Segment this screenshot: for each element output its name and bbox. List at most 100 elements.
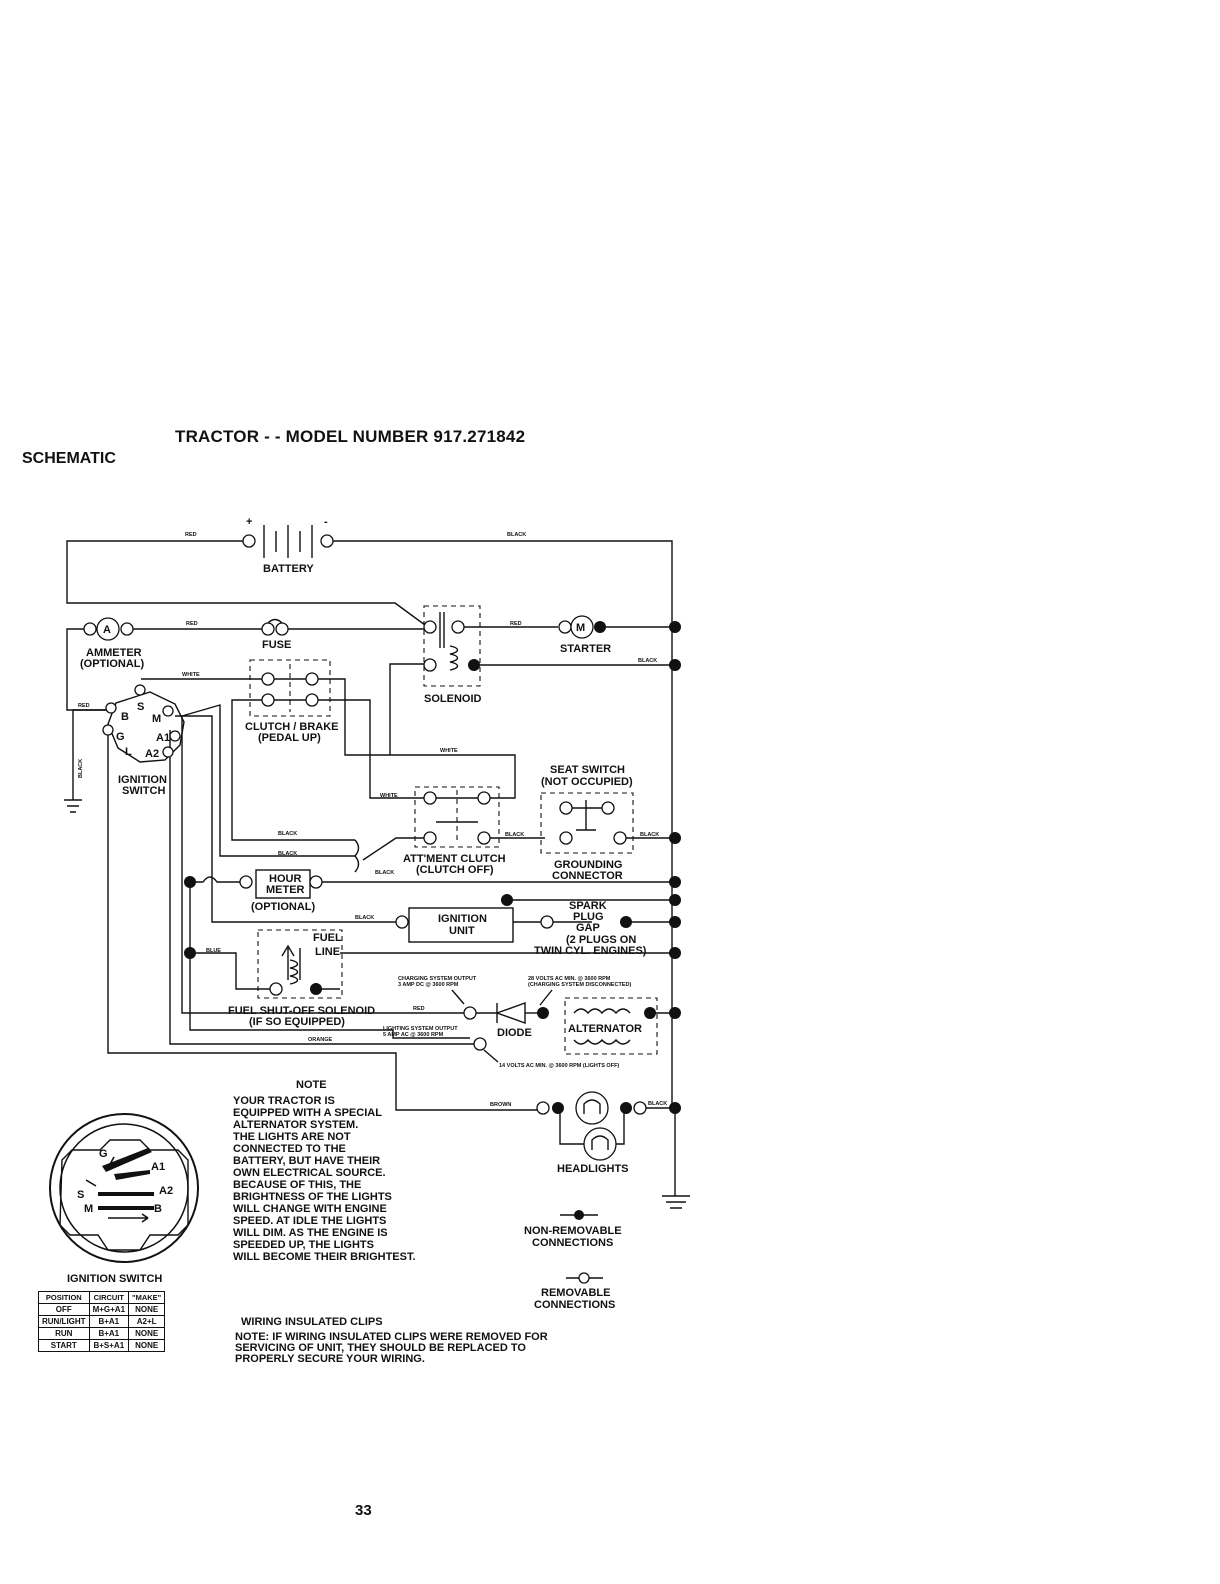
table-cell: B+A1 [88,1315,130,1328]
ign-detail-b: B [154,1203,162,1215]
note-line: WILL DIM. AS THE ENGINE IS [233,1227,388,1239]
ignition-switch-symbol [102,684,185,763]
attachment-clutch-switch [414,786,500,848]
ign-detail-caption: IGNITION SWITCH [67,1273,162,1285]
ign-terminal-a1: A1 [156,732,170,744]
attachment-clutch-sub-label: (CLUTCH OFF) [416,864,494,876]
battery-label: BATTERY [263,563,314,575]
note-line: SPEED. AT IDLE THE LIGHTS [233,1215,386,1227]
wire-label-orange: ORANGE [308,1037,332,1043]
table-cell: B+S+A1 [88,1339,130,1352]
clips-line: NOTE: IF WIRING INSULATED CLIPS WERE REM… [235,1331,548,1343]
ign-detail-m: M [84,1203,93,1215]
table-header: "MAKE" [128,1291,166,1304]
solenoid-label: SOLENOID [424,693,482,705]
ign-terminal-g: G [116,731,125,743]
starter-symbol [558,615,606,639]
wire-label-black-7: BLACK [278,851,297,857]
lighting-output-connector [473,1037,487,1051]
ign-terminal-m: M [152,713,161,725]
ammeter-a-label: A [103,624,111,636]
wire-label-red: RED [185,532,197,538]
wire-label-white-3: WHITE [380,793,398,799]
clips-heading: WIRING INSULATED CLIPS [241,1316,383,1328]
ign-detail-a1: A1 [151,1161,165,1173]
note-line: SPEEDED UP, THE LIGHTS [233,1239,374,1251]
clutch-brake-label: CLUTCH / BRAKE [245,721,339,733]
legend-non-removable-symbol [560,1210,598,1220]
seat-switch-sub-label: (NOT OCCUPIED) [541,776,633,788]
spark-plug-symbol [540,915,632,929]
wire-label-black-4: BLACK [505,832,524,838]
legend-removable-label-1: REMOVABLE [541,1287,610,1299]
wire-label-red-3: RED [510,621,522,627]
table-header: POSITION [38,1291,90,1304]
ignition-unit-label-2: UNIT [449,925,475,937]
legend-non-removable-label-1: NON-REMOVABLE [524,1225,622,1237]
fuel-solenoid-sub-label: (IF SO EQUIPPED) [249,1016,345,1028]
ignition-switch-table: POSITION CIRCUIT "MAKE" OFF M+G+A1 NONE … [38,1291,166,1352]
alternator-symbol [564,997,658,1055]
grounding-connector-label-1: GROUNDING [554,859,622,871]
note-line: BATTERY, BUT HAVE THEIR [233,1155,380,1167]
wire-label-white-2: WHITE [440,748,458,754]
ac-volts-label-2: (CHARGING SYSTEM DISCONNECTED) [528,982,631,988]
wire-label-black-8: BLACK [375,870,394,876]
table-cell: B+A1 [88,1327,130,1340]
wire-label-red-5: RED [413,1006,425,1012]
page-number: 33 [355,1502,372,1519]
wire-label-brown: BROWN [490,1102,511,1108]
wire-label-red-4: RED [78,703,90,709]
ign-terminal-s: S [137,701,144,713]
headlights-label: HEADLIGHTS [557,1163,629,1175]
table-cell: A2+L [128,1315,166,1328]
battery-plus-label: + [246,516,252,528]
hour-meter-label-1: HOUR [269,873,301,885]
headlights-symbol [536,1091,647,1161]
table-header: CIRCUIT [88,1291,130,1304]
note-line: ALTERNATOR SYSTEM. [233,1119,358,1131]
wire-label-red-2: RED [186,621,198,627]
lights-off-label: 14 VOLTS AC MIN. @ 3600 RPM (LIGHTS OFF) [499,1063,619,1069]
spark-plug-label-3: GAP [576,922,600,934]
table-cell: NONE [128,1339,166,1352]
ignition-switch-detail [49,1113,199,1263]
wire-label-black-2: BLACK [638,658,657,664]
fuse-label: FUSE [262,639,291,651]
spark-plug-note-1: (2 PLUGS ON [566,934,636,946]
hour-meter-symbol [239,869,323,899]
wire-label-black: BLACK [507,532,526,538]
wire-label-blue: BLUE [206,948,221,954]
fuel-solenoid-symbol [257,929,343,999]
clips-line: SERVICING OF UNIT, THEY SHOULD BE REPLAC… [235,1342,526,1354]
seat-switch-label: SEAT SWITCH [550,764,625,776]
table-cell: NONE [128,1327,166,1340]
note-line: EQUIPPED WITH A SPECIAL [233,1107,382,1119]
wire-label-black-9: BLACK [355,915,374,921]
table-cell: M+G+A1 [88,1303,130,1316]
hour-meter-label-2: METER [266,884,305,896]
hour-meter-optional-label: (OPTIONAL) [251,901,315,913]
lighting-output-label-2: 5 AMP AC @ 3600 RPM [383,1032,444,1038]
note-line: OWN ELECTRICAL SOURCE. [233,1167,386,1179]
ign-detail-a2: A2 [159,1185,173,1197]
ignition-switch-label-2: SWITCH [122,785,165,797]
seat-switch-symbol [540,792,634,854]
clutch-brake-sub-label: (PEDAL UP) [258,732,321,744]
battery-symbol [242,525,334,558]
wire-label-black-5: BLACK [640,832,659,838]
starter-m-label: M [576,622,585,634]
solenoid-symbol [423,605,481,687]
legend-removable-label-2: CONNECTIONS [534,1299,615,1311]
note-text: YOUR TRACTOR IS EQUIPPED WITH A SPECIAL … [233,1095,416,1263]
wire-label-black-10: BLACK [648,1101,667,1107]
table-cell: NONE [128,1303,166,1316]
table-row: OFF M+G+A1 NONE [38,1303,166,1316]
charging-output-label-1: CHARGING SYSTEM OUTPUT [398,976,477,982]
note-line: BRIGHTNESS OF THE LIGHTS [233,1191,392,1203]
spark-plug-label-1: SPARK [569,900,607,912]
ignition-switch-label-1: IGNITION [118,774,167,786]
junction-dots [184,621,681,1114]
ignition-unit-symbol [395,894,514,943]
